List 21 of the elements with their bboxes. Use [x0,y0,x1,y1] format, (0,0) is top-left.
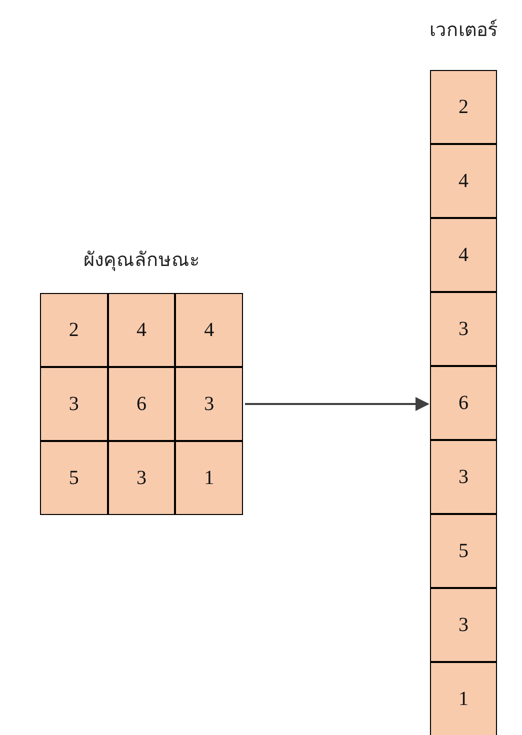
value-cell: 5 [40,441,108,515]
value-cell: 2 [430,70,497,144]
value-cell: 3 [430,588,497,662]
value-cell: 5 [430,514,497,588]
value-cell: 3 [108,441,176,515]
value-cell: 3 [430,292,497,366]
value-cell: 4 [430,218,497,292]
value-cell: 2 [40,293,108,367]
value-cell: 4 [175,293,243,367]
heading-text: เวกเตอร์ [430,18,498,43]
heading-text: ผังคุณลักษณะ [84,248,200,273]
arrow [245,397,430,411]
value-cell: 6 [108,367,176,441]
value-cell: 1 [175,441,243,515]
value-cell: 3 [40,367,108,441]
value-cell: 1 [430,662,497,735]
value-cell: 4 [108,293,176,367]
value-cell: 3 [175,367,243,441]
value-cell: 6 [430,366,497,440]
value-cell: 4 [430,144,497,218]
value-cell: 3 [430,440,497,514]
